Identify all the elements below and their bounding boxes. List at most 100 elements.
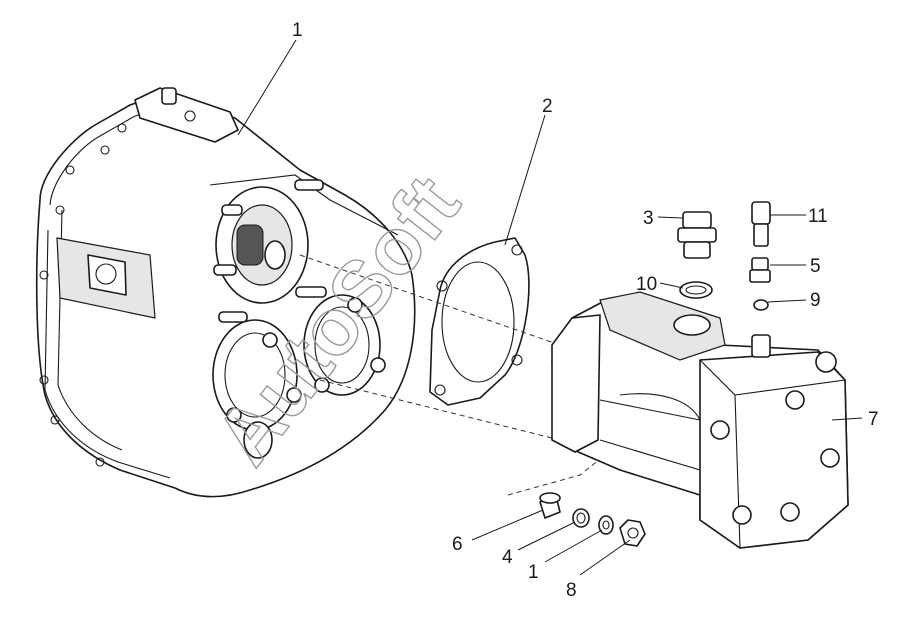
stud [213,264,237,276]
o-ring-10 [679,281,713,299]
callout-labels: 1 2 3 11 5 10 9 7 6 4 1 8 [292,20,879,601]
fitting-3 [677,211,717,259]
callout-1-bottom: 1 [528,562,539,583]
sensor-body [753,223,769,247]
cover-bolt [314,377,330,393]
washer-4 [572,508,590,528]
bolt-hole [65,165,75,175]
fitting-thread [683,241,711,259]
leader-10 [659,282,684,289]
callout-9: 9 [810,290,821,311]
pump-side-boss [815,351,837,373]
nameplate-boss [87,254,127,296]
alignment-line [319,379,601,451]
leader-8 [579,539,631,576]
nut-8-hole [627,527,639,539]
adapter-top [751,257,769,271]
leader-2 [504,114,546,246]
callout-5: 5 [810,256,821,277]
gasket-hole [434,384,446,396]
callout-10: 10 [636,274,657,295]
gasket-hole [436,280,448,292]
lower-right-cover-inner [314,306,370,384]
callout-3: 3 [643,208,654,229]
leader-3 [657,216,684,219]
callout-4: 4 [502,547,513,568]
pump-cylinder [599,393,701,471]
cover-bolt [286,387,302,403]
stud [295,286,327,298]
bolt-hole [100,145,110,155]
pump-top-plate [599,291,726,361]
stud [221,204,243,216]
leader-7 [831,417,863,421]
lower-right-cover [303,294,381,396]
breather-plug [161,87,177,105]
gearbox-housing [35,87,416,498]
cover-bolt [226,407,242,423]
boss-hole [184,110,196,122]
adapter-hex [749,269,771,283]
adapter-5 [749,257,771,283]
o-ring-10-inner [685,285,707,295]
fitting-nut [682,211,712,229]
end-block-bolt [780,502,800,522]
nameplate-port [95,263,117,285]
bushing-6 [539,492,561,519]
housing-flange-inner [57,209,123,451]
sensor-11 [751,201,771,247]
gasket-hole [511,244,523,256]
shaft-end [264,240,286,270]
pump-flange [551,314,601,453]
leader-lines [237,39,863,576]
callout-7: 7 [868,409,879,430]
pump-top-port [673,314,711,336]
gasket-bore [441,261,515,383]
cover-bolt [370,357,386,373]
lock-washer-1 [598,515,614,535]
cover-bolt [347,297,363,313]
flange-gasket [429,237,530,406]
alignment-line [299,254,561,346]
studs-upper [213,179,327,323]
housing-flange [44,107,171,479]
washer-9 [753,299,769,311]
stud [218,311,248,323]
washer-4-hole [576,512,586,524]
end-block-edge [699,359,846,549]
stud [294,179,324,191]
leader-6 [471,509,544,541]
fitting-hex [677,227,717,243]
callout-1-top: 1 [292,20,303,41]
nut-8 [619,519,646,547]
bolt-hole [39,375,49,385]
splined-shaft [236,224,264,266]
bolt-hole [39,270,49,280]
callout-2: 2 [542,96,553,117]
leader-1-bottom [544,529,603,563]
callout-6: 6 [452,534,463,555]
top-boss [134,87,239,143]
end-block-bolt [785,390,805,410]
pump-top-fitting [751,334,771,358]
drain-plug [243,421,273,459]
leader-1-top [237,39,297,136]
bolt-hole [50,415,60,425]
lock-washer-1-hole [602,520,610,530]
callout-8: 8 [566,580,577,601]
leader-9 [767,299,807,303]
callout-11: 11 [808,206,828,227]
alignment-line [507,454,606,496]
cover-bolt [262,332,278,348]
sensor-head [751,201,771,225]
bolt-hole [95,457,105,467]
bushing-end [539,492,561,504]
bolt-hole [117,123,127,133]
bolt-hole [55,205,65,215]
end-block-bolt [820,448,840,468]
lower-left-cover-inner [224,332,286,418]
housing-body [35,94,416,498]
gasket-hole [511,354,523,366]
